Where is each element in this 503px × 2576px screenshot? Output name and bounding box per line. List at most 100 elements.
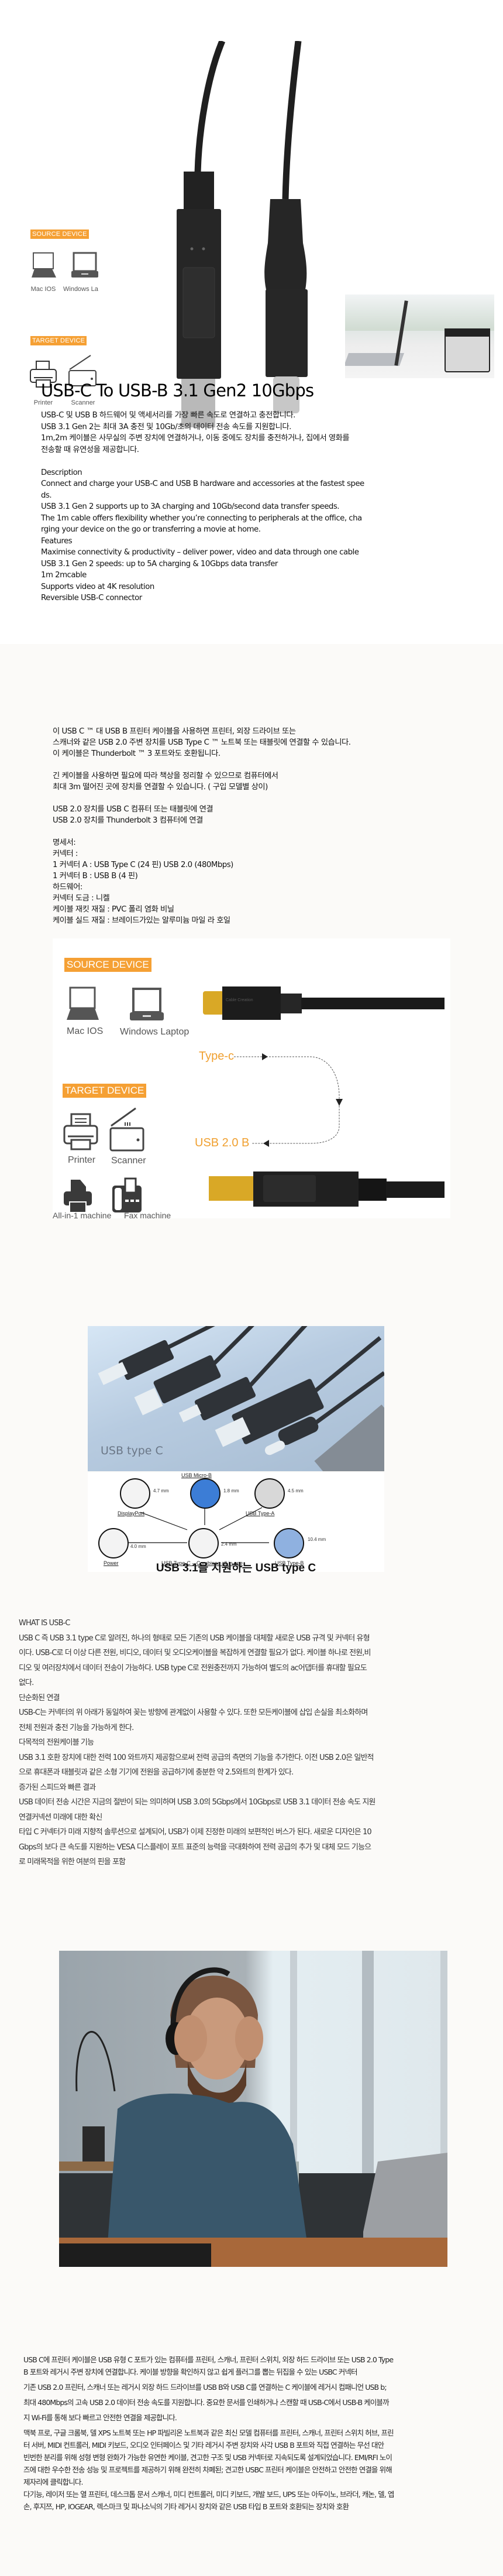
- whatis-subheading: 증가된 스피드와 빠른 결과: [19, 1783, 96, 1792]
- final-line: 터 서버, MIDI 컨트롤러, MIDI 키보드, 오디오 인터페이스 및 기…: [23, 2441, 384, 2450]
- feature-item: Supports video at 4K resolution: [41, 582, 154, 591]
- feature-item: USB 3.1 Gen 2 speeds: up to 5A charging …: [41, 559, 278, 568]
- usb-c-connector-image: [203, 986, 445, 1020]
- whatis-subheading: 다목적의 전원케이블 기능: [19, 1738, 94, 1747]
- final-line: 제자리에 클릭합니다.: [23, 2478, 83, 2486]
- mac-laptop-icon: [66, 986, 101, 1024]
- printer-icon: [63, 1113, 98, 1154]
- type-a-connector-ring: [254, 1478, 285, 1509]
- whatis-line: 타입 C 커넥터가 미래 지향적 솔루션으로 설계되어, USB가 이제 진정한…: [19, 1828, 372, 1837]
- whatis-line: 없다.: [19, 1678, 34, 1687]
- features-heading: Features: [41, 536, 73, 546]
- connector-dimension: 2.4 mm: [221, 1542, 237, 1547]
- connector-name: DisplayPort: [118, 1510, 145, 1516]
- connection-arrow: [234, 1053, 343, 1147]
- device-label-fax: Fax machine: [124, 1211, 171, 1220]
- device-label-windows: Windows La: [63, 286, 98, 293]
- usb-c-printer-cable-description: USB C에 프린터 케이블은 USB 유형 C 포트가 있는 컴퓨터를 프린터…: [23, 2354, 491, 2513]
- device-label-windows: Windows Laptop: [120, 1027, 190, 1037]
- spec-line: 1 커넥터 B : USB B (4 핀): [53, 872, 138, 881]
- source-device-tag: SOURCE DEVICE: [30, 229, 89, 239]
- final-line: 맥북 프로, 구글 크롬북, 델 XPS 노트북 또는 HP 파빌리온 노트북과…: [23, 2428, 394, 2437]
- final-line: 다기능, 레이저 또는 열 프린터, 데스크톱 문서 스캐너, 미디 컨트롤러,…: [23, 2490, 394, 2499]
- device-label-mac: Mac IOS: [30, 286, 56, 293]
- device-label-printer: Printer: [33, 399, 53, 406]
- feature-item: Reversible USB-C connector: [41, 594, 142, 602]
- connector-dimension: 1.8 mm: [223, 1488, 239, 1493]
- lifestyle-photo-headphones: [59, 1951, 447, 2267]
- connector-dimension: 10.4 mm: [308, 1537, 326, 1542]
- what-is-usb-c-section: WHAT IS USB-C USB C 즉 USB 3.1 type C로 알려…: [19, 1616, 487, 1870]
- intro-ko-line: USB 3.1 Gen 2는 최대 3A 충전 및 10Gb/초의 데이터 전송…: [41, 422, 291, 431]
- final-line: 기존 USB 2.0 프린터, 스캐너 또는 레거시 외장 하드 드라이브를 U…: [23, 2383, 387, 2392]
- device-label-scanner: Scanner: [71, 399, 95, 406]
- final-line: 지 Wi-Fi를 통해 보다 빠르고 안전한 연결을 제공합니다.: [23, 2413, 177, 2422]
- connector-name: Power: [104, 1560, 119, 1566]
- usb-b-plug-metal: [181, 379, 215, 427]
- ko-desc-line: 긴 케이블을 사용하면 필요에 따라 책상을 정리할 수 있으므로 컴퓨터에서: [53, 772, 278, 780]
- whatis-line: Gbps의 보다 큰 속도를 지원하는 VESA 디스플레이 포트 표준의 능력…: [19, 1842, 371, 1852]
- final-line: B 포트와 레거시 주변 장치에 연결합니다. 케이블 방향을 확인하지 않고 …: [23, 2368, 357, 2376]
- scanner-icon: [67, 354, 98, 389]
- usb-c-strain-relief: [264, 199, 307, 290]
- connector-size-diagram: DisplayPort 4.7 mm USB Micro-B 1.8 mm US…: [88, 1472, 384, 1572]
- connector-name: USB Type-C – Combines all in one: [161, 1560, 243, 1566]
- connector-dimension: 4.0 mm: [130, 1544, 146, 1549]
- intro-ko-line: 전송할 때 유연성을 제공합니다.: [41, 445, 139, 454]
- connector-dimension: 4.5 mm: [288, 1488, 304, 1493]
- korean-description: 이 USB C ™ 대 USB B 프린터 케이블을 사용하면 프린터, 외장 …: [53, 726, 450, 926]
- connection-diagram: SOURCE DEVICE Mac IOS Windows Laptop Cab…: [53, 938, 450, 1220]
- spec-line: 케이블 재킷 재질 : PVC 폴리 염화 비닐: [53, 905, 174, 914]
- description-line: USB 3.1 Gen 2 supports up to 3A charging…: [41, 502, 340, 511]
- source-device-tag: SOURCE DEVICE: [64, 958, 151, 972]
- spec-line: 하드웨어:: [53, 883, 82, 892]
- final-line: USB C에 프린터 케이블은 USB 유형 C 포트가 있는 컴퓨터를 프린터…: [23, 2355, 394, 2364]
- spec-line: 커넥터 :: [53, 849, 78, 858]
- final-line: 즈에 대한 우수한 전송 성능 및 프로젝트를 제공하기 위해 완전히 차폐된;…: [23, 2465, 392, 2474]
- ko-desc-line: USB 2.0 장치를 Thunderbolt 3 컴퓨터에 연결: [53, 816, 203, 825]
- printer-icon: [29, 360, 57, 389]
- product-intro: USB-C 및 USB B 하드웨어 및 액세서리를 가장 빠른 속도로 연결하…: [41, 410, 421, 604]
- feature-item: Maximise connectivity & productivity – d…: [41, 548, 359, 557]
- intro-ko-line: 1m,2m 케이블은 사무실의 주변 장치에 연결하거나, 이동 중에도 장치를…: [41, 434, 350, 443]
- whatis-line: 로 미래목적을 위한 여분의 핀을 포함: [19, 1858, 126, 1866]
- micro-b-connector-ring: [190, 1478, 221, 1509]
- target-device-tag: TARGET DEVICE: [63, 1084, 147, 1098]
- scanner-icon: [109, 1106, 145, 1155]
- description-line: Connect and charge your USB-C and USB B …: [41, 479, 364, 488]
- page-title: USB-C To USB-B 3.1 Gen2 10Gbps: [41, 381, 314, 400]
- target-device-tag: TARGET DEVICE: [30, 336, 87, 345]
- connector-name: USB Type-B: [275, 1560, 304, 1566]
- fax-machine-icon: [111, 1177, 143, 1215]
- usb-b-connector-image: [209, 1171, 445, 1207]
- final-line: 손, 후지쯔, HP, IOGEAR, 렉스마크 및 파나소닉의 기타 레거시 …: [23, 2502, 349, 2511]
- final-line: 최대 480Mbps의 고속 USB 2.0 데이터 전송 속도를 지원합니다.…: [23, 2398, 390, 2407]
- connector-name: USB Type-A: [246, 1510, 275, 1516]
- whatis-line: USB 3.1 호환 장치에 대한 전력 100 와트까지 제공함으로써 전력 …: [19, 1753, 374, 1762]
- connector-name: USB Micro-B: [181, 1472, 212, 1478]
- brand-text: Cable Creation: [226, 998, 253, 1002]
- windows-laptop-icon: [70, 252, 99, 280]
- spec-line: 케이블 실드 재질 : 브레이드가있는 알루미늄 마일 라 호일: [53, 916, 230, 925]
- laptop-printer-photo: [345, 294, 494, 378]
- description-line: rging your device on the go or transferr…: [41, 525, 261, 534]
- whatis-line: 이다. USB-C로 더 이상 다른 전원, 비디오, 데이터 및 오디오케이블…: [19, 1649, 371, 1657]
- usb-c-to-usb-b-cable-illustration: [177, 41, 308, 427]
- whatis-line: 으로 휴대폰과 태블릿과 같은 소형 기기에 전원을 공급하기에 충분한 약 2…: [19, 1768, 294, 1777]
- type-c-label: Type-c: [199, 1050, 235, 1063]
- displayport-connector-ring: [120, 1478, 150, 1509]
- detail-section-background: [0, 644, 503, 2576]
- connector-dimension: 4.7 mm: [153, 1488, 169, 1493]
- final-line: 빈번한 분리를 위해 성형 변형 완화가 가능한 유연한 케이블, 견고한 구조…: [23, 2453, 392, 2462]
- all-in-one-machine-icon: [63, 1179, 93, 1216]
- usb-c-housing: [266, 289, 308, 377]
- usb-c-plug-metal: [273, 376, 299, 413]
- mac-laptop-icon: [30, 252, 57, 280]
- usb-b-label: USB 2.0 B: [195, 1136, 250, 1149]
- spec-line: 커넥터 도금 : 니켈: [53, 894, 110, 903]
- description-heading: Description: [41, 468, 82, 477]
- whatis-heading: WHAT IS USB-C: [19, 1619, 70, 1628]
- whatis-subheading: 연결커넥션 미래에 대한 확신: [19, 1813, 102, 1822]
- feature-item: 1m 2mcable: [41, 571, 87, 580]
- power-connector-ring: [98, 1528, 129, 1558]
